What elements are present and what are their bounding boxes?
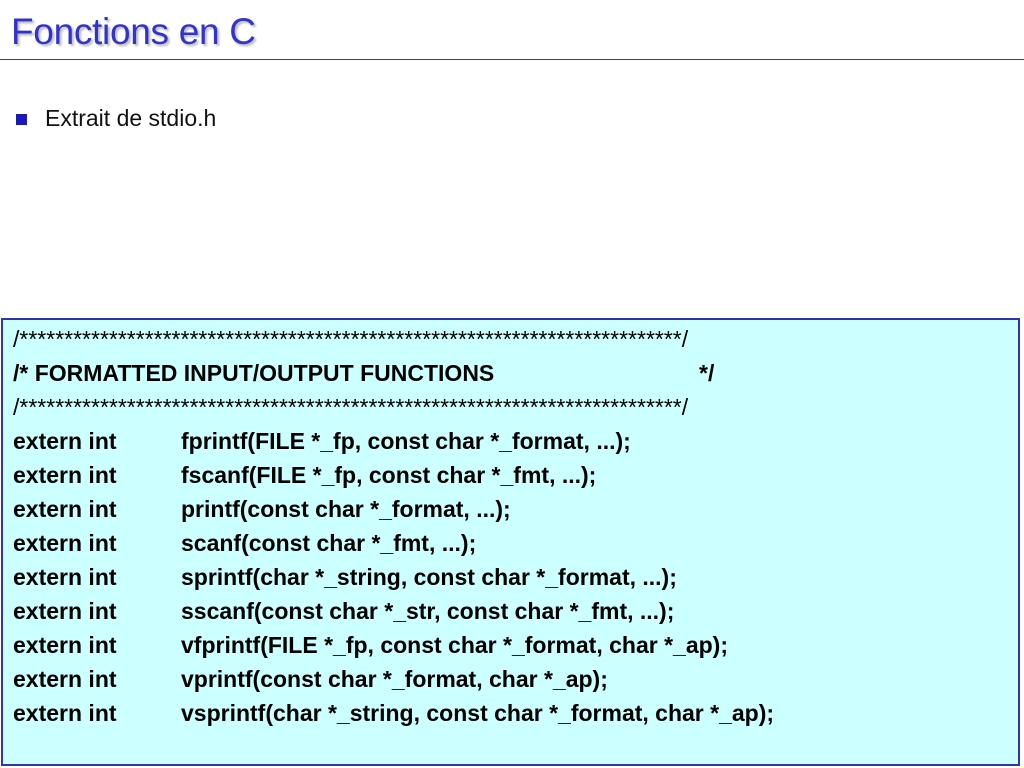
code-declaration-line: extern int fscanf(FILE *_fp, const char *… <box>13 458 774 492</box>
declaration-signature: printf(const char *_format, ...); <box>181 496 511 522</box>
declaration-signature: vfprintf(FILE *_fp, const char *_format,… <box>181 632 728 658</box>
bullet-text: Extrait de stdio.h <box>45 105 217 131</box>
declaration-signature: fprintf(FILE *_fp, const char *_format, … <box>181 428 631 454</box>
declaration-qualifier: extern int <box>13 700 117 726</box>
section-header-text: /* FORMATTED INPUT/OUTPUT FUNCTIONS <box>13 360 495 386</box>
code-listing-box: /***************************************… <box>1 318 1020 766</box>
declaration-qualifier: extern int <box>13 496 117 522</box>
declaration-qualifier: extern int <box>13 564 117 590</box>
declaration-qualifier: extern int <box>13 530 117 556</box>
square-bullet-icon <box>16 113 27 125</box>
declaration-signature: scanf(const char *_fmt, ...); <box>181 530 477 556</box>
declaration-signature: sscanf(const char *_str, const char *_fm… <box>181 598 675 624</box>
bullet-item: Extrait de stdio.h <box>16 104 216 132</box>
declaration-signature: vprintf(const char *_format, char *_ap); <box>181 666 608 692</box>
title-divider <box>0 59 1024 60</box>
code-declaration-line: extern int sprintf(char *_string, const c… <box>13 560 774 594</box>
declaration-qualifier: extern int <box>13 462 117 488</box>
declaration-qualifier: extern int <box>13 598 117 624</box>
code-declaration-line: extern int fprintf(FILE *_fp, const char … <box>13 424 774 458</box>
comment-separator-bottom: /***************************************… <box>13 394 689 420</box>
code-declaration-line: extern int vprintf(const char *_format, c… <box>13 662 774 696</box>
declaration-qualifier: extern int <box>13 632 117 658</box>
section-header-close: */ <box>699 360 715 386</box>
code-lines: /***************************************… <box>13 322 774 730</box>
slide-title: Fonctions en C <box>11 11 256 52</box>
code-declaration-line: extern int sscanf(const char *_str, const… <box>13 594 774 628</box>
section-header-comment: /* FORMATTED INPUT/OUTPUT FUNCTIONS */ <box>13 356 774 390</box>
code-declaration-line: extern int scanf(const char *_fmt, ...); <box>13 526 774 560</box>
declaration-signature: vsprintf(char *_string, const char *_for… <box>181 700 775 726</box>
declaration-signature: fscanf(FILE *_fp, const char *_fmt, ...)… <box>181 462 597 488</box>
declaration-qualifier: extern int <box>13 428 117 454</box>
declaration-qualifier: extern int <box>13 666 117 692</box>
code-declaration-line: extern int vfprintf(FILE *_fp, const char… <box>13 628 774 662</box>
code-declaration-line: extern int printf(const char *_format, ..… <box>13 492 774 526</box>
declaration-signature: sprintf(char *_string, const char *_form… <box>181 564 677 590</box>
code-declaration-line: extern int vsprintf(char *_string, const … <box>13 696 774 730</box>
comment-separator-top: /***************************************… <box>13 326 689 352</box>
